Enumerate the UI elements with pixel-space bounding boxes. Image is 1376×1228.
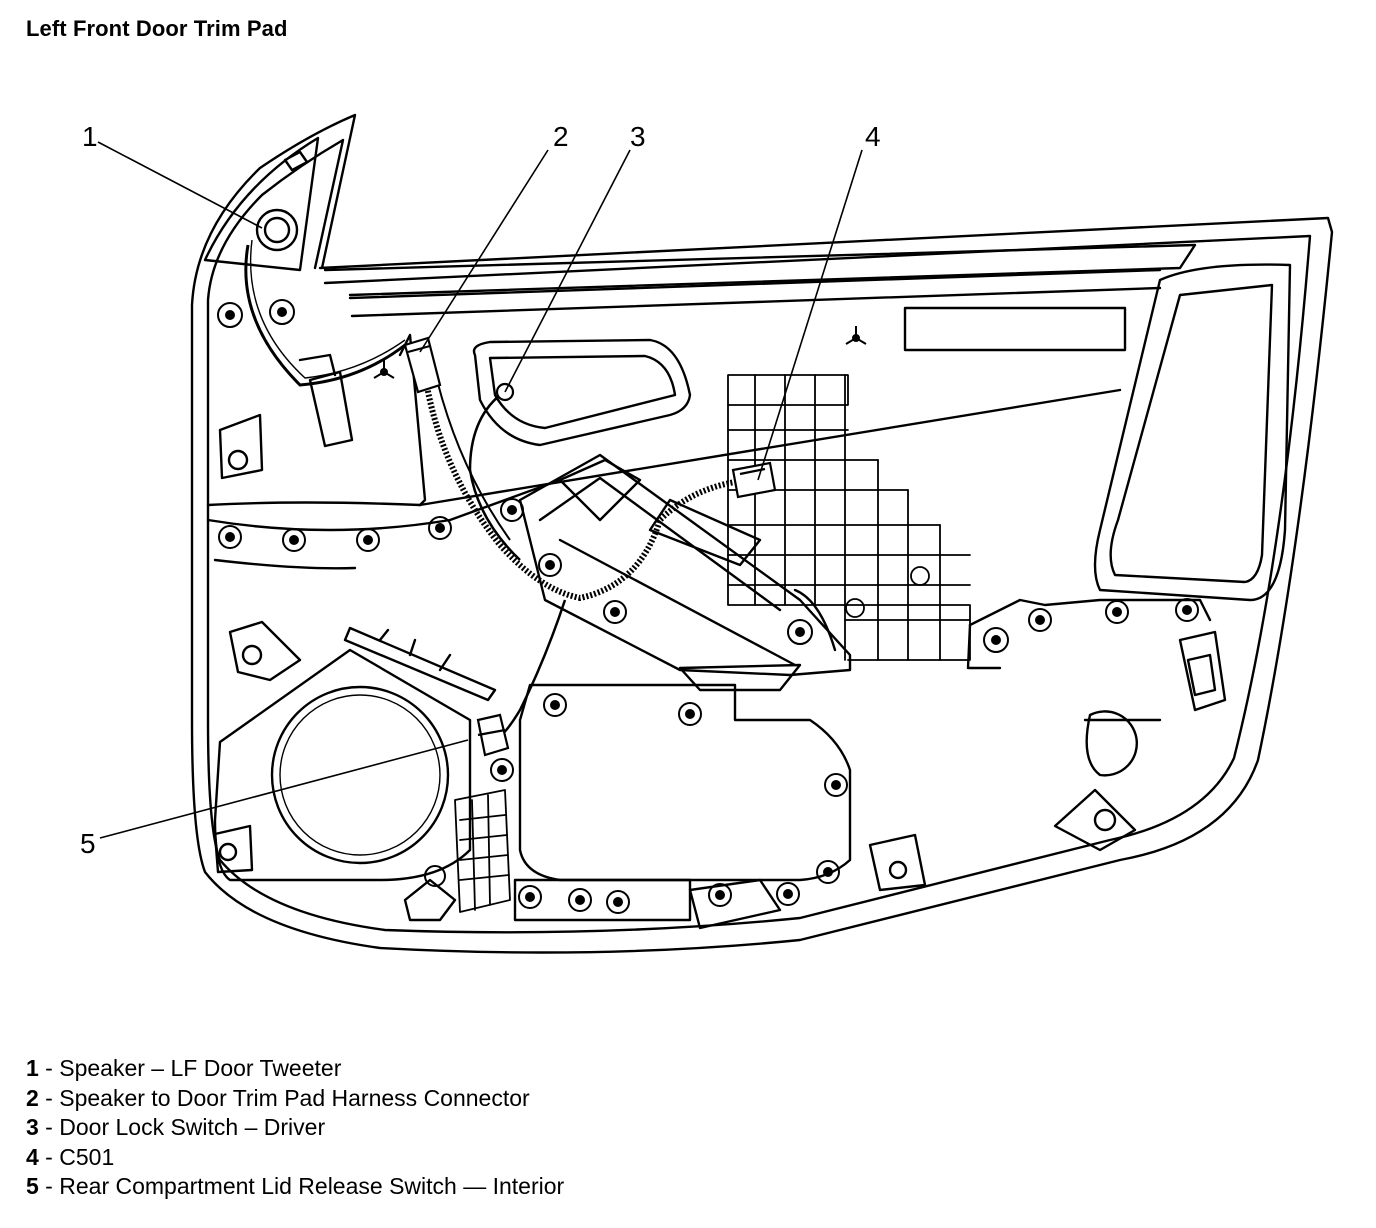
legend-number: 3 [26,1114,39,1140]
legend-separator: - [38,1143,60,1170]
upper-pad-panel [903,306,1127,352]
fastener-holes [217,299,1199,914]
vent-grid [454,789,511,913]
latch-bracket [1178,630,1227,712]
legend-separator: - [38,1173,60,1199]
leader-line-2 [419,149,549,353]
harness-connector [403,336,442,394]
sound-deadener-grid [727,374,971,661]
leader-line-3 [504,149,631,393]
leader-line-5 [99,739,469,839]
legend-separator: - [38,1114,60,1140]
mid-belt-line [418,388,1122,507]
legend-label: Speaker – LF Door Tweeter [59,1055,342,1081]
door-trim-inner-outline [206,138,1312,934]
legend-label: Rear Compartment Lid Release Switch — In… [59,1173,565,1199]
legend-item: 4 - C501 [26,1143,564,1173]
legend-item: 3 - Door Lock Switch – Driver [26,1113,564,1143]
callout-number-5: 5 [80,828,96,859]
legend-number: 2 [26,1084,39,1111]
legend-separator: - [38,1084,60,1111]
trunk-release-switch [476,713,510,757]
legend-number: 5 [26,1173,39,1199]
legend-item: 1 - Speaker – LF Door Tweeter [26,1054,564,1084]
legend: 1 - Speaker – LF Door Tweeter 2 - Speake… [26,1054,564,1202]
legend-label: C501 [59,1143,115,1170]
legend-label: Door Lock Switch – Driver [59,1114,326,1140]
connectors [403,336,777,757]
tweeter-pod [203,136,320,272]
clip-markers [373,326,867,379]
legend-item: 2 - Speaker to Door Trim Pad Harness Con… [26,1084,564,1114]
window-sweep-trim [323,243,1197,297]
leader-lines [97,141,863,839]
page-title: Left Front Door Trim Pad [26,16,288,41]
callout-number-4: 4 [865,121,881,152]
callout-number-1: 1 [82,121,98,152]
round-plug [1085,710,1139,777]
legend-separator: - [38,1055,60,1081]
door-pull-cup [472,338,692,447]
c501-connector [731,461,777,499]
legend-number: 4 [26,1143,39,1170]
tweeter-speaker [255,208,299,252]
map-pocket-cavity [518,683,852,882]
wiring-harness [244,239,736,742]
callout-number-2: 2 [553,121,569,152]
legend-item: 5 - Rear Compartment Lid Release Switch … [26,1172,564,1202]
leader-line-1 [97,141,263,229]
leader-line-4 [757,149,863,481]
door-trim-outline [190,113,1334,954]
door-speaker-grille [270,685,450,865]
legend-number: 1 [26,1055,39,1081]
callout-number-3: 3 [630,121,646,152]
legend-label: Speaker to Door Trim Pad Harness Connect… [59,1084,530,1111]
